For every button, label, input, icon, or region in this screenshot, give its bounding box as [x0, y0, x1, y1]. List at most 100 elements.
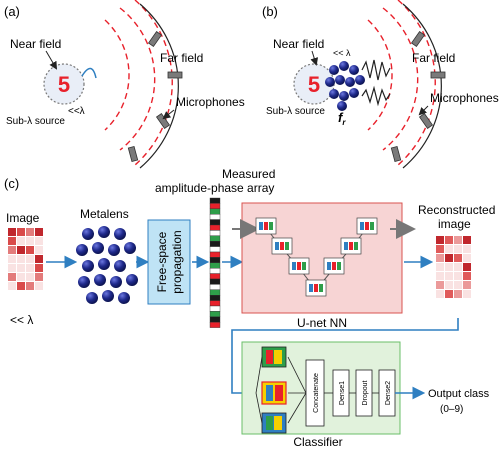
resonator-cluster	[325, 61, 365, 111]
digit-pixel	[17, 246, 25, 254]
free-space-label-1: Free-space	[155, 231, 169, 292]
digit-pixel	[35, 264, 43, 272]
array-cell	[209, 219, 221, 226]
panel-b-tag: (b)	[262, 4, 278, 19]
array-cell	[209, 322, 221, 328]
array-cell	[209, 289, 221, 296]
digit-pixel	[454, 272, 462, 280]
digit-pixel	[26, 246, 34, 254]
microphones-label-b: Microphones	[430, 91, 499, 105]
panel-a-tag: (a)	[4, 4, 20, 19]
digit-pixel	[463, 236, 471, 244]
digit-pixel	[454, 263, 462, 271]
output-class-label: Output class	[428, 388, 490, 400]
microphones-a	[127, 30, 183, 163]
classifier-layers	[305, 359, 396, 427]
array-cell	[209, 235, 221, 242]
digit-pixel	[8, 246, 16, 254]
digit-pixel	[35, 246, 43, 254]
digit-pixel	[17, 282, 25, 290]
unet-block	[288, 257, 310, 275]
digit-pixel	[26, 228, 34, 236]
digit-pixel	[454, 245, 462, 253]
digit-pixel	[463, 254, 471, 262]
measured-label-1: Measured	[222, 167, 275, 181]
digit-pixel	[454, 281, 462, 289]
arc-a-1	[104, 19, 130, 131]
unet-block	[356, 217, 378, 235]
arc-a-3	[134, 0, 173, 166]
array-cell	[209, 213, 221, 220]
array-cell	[209, 316, 221, 323]
array-cell	[209, 257, 221, 263]
microphone-icon	[410, 30, 426, 48]
near-field-pointer-b	[310, 50, 319, 66]
free-space-label-2: propagation	[170, 230, 184, 293]
digit-pixel	[445, 245, 453, 253]
dropout-label: Dropout	[362, 380, 369, 405]
digit-pixel	[454, 254, 462, 262]
digit-pixel	[26, 282, 34, 290]
digit-pixel	[436, 272, 444, 280]
reconstructed-label-2: image	[438, 217, 471, 231]
digit-pixel	[26, 237, 34, 245]
digit-pixel	[436, 281, 444, 289]
unet-blocks	[255, 217, 378, 297]
lambda-label-b: << λ	[333, 48, 351, 58]
near-field-pointer-a	[45, 50, 58, 70]
digit-pixel	[463, 245, 471, 253]
digit-pixel	[8, 282, 16, 290]
digit-pixel	[35, 228, 43, 236]
source-digit-b: 5	[308, 72, 320, 97]
microphone-icon	[147, 30, 163, 48]
panel-b: (b) 5 Near field << λ Sub-λ	[262, 0, 499, 169]
digit-pixel	[8, 237, 16, 245]
unet-block	[340, 237, 362, 255]
digit-pixel	[436, 290, 444, 298]
array-cell	[209, 224, 221, 231]
array-cell	[209, 208, 221, 215]
free-space-box	[147, 219, 191, 305]
reconstructed-digit-grid	[436, 236, 471, 298]
far-field-label-a: Far field	[160, 51, 203, 65]
microphone-icon	[155, 112, 171, 130]
near-field-label-b: Near field	[273, 37, 324, 51]
digit-pixel	[35, 255, 43, 263]
input-lambda-label: << λ	[10, 313, 33, 327]
digit-pixel	[8, 255, 16, 263]
array-cell	[209, 203, 221, 209]
lambda-label-a: <<λ	[68, 106, 85, 117]
array-cell	[209, 246, 221, 253]
unet-block	[305, 279, 327, 297]
classifier-branch-3	[261, 412, 287, 434]
digit-pixel	[445, 263, 453, 271]
digit-pixel	[436, 236, 444, 244]
arrow-reconstructed-to-classifier	[231, 318, 459, 400]
digit-pixel	[8, 264, 16, 272]
metalens-spheres	[76, 226, 138, 304]
digit-pixel	[445, 281, 453, 289]
wave-packets	[361, 59, 391, 107]
metalens-label: Metalens	[80, 207, 129, 221]
microphone-icon	[430, 71, 446, 79]
unet-label: U-net NN	[297, 316, 347, 330]
digit-pixel	[463, 281, 471, 289]
digit-pixel	[436, 263, 444, 271]
far-field-label-b: Far field	[412, 51, 455, 65]
microphone-icon	[127, 145, 139, 163]
array-cell	[209, 251, 221, 258]
digit-pixel	[463, 290, 471, 298]
array-cell	[209, 197, 221, 204]
microphones-label-a: Microphones	[176, 95, 245, 109]
panel-a: (a) 5 Near field <<λ Sub-λ source Far fi…	[4, 0, 245, 169]
digit-pixel	[35, 282, 43, 290]
reconstructed-label-1: Reconstructed	[418, 203, 495, 217]
digit-pixel	[26, 255, 34, 263]
digit-pixel	[26, 273, 34, 281]
array-cell	[209, 268, 221, 274]
dense2-label: Dense2	[385, 381, 392, 405]
digit-pixel	[436, 254, 444, 262]
microphones-pointer-b	[418, 105, 429, 116]
image-label: Image	[6, 211, 40, 225]
input-digit-grid	[8, 228, 43, 290]
